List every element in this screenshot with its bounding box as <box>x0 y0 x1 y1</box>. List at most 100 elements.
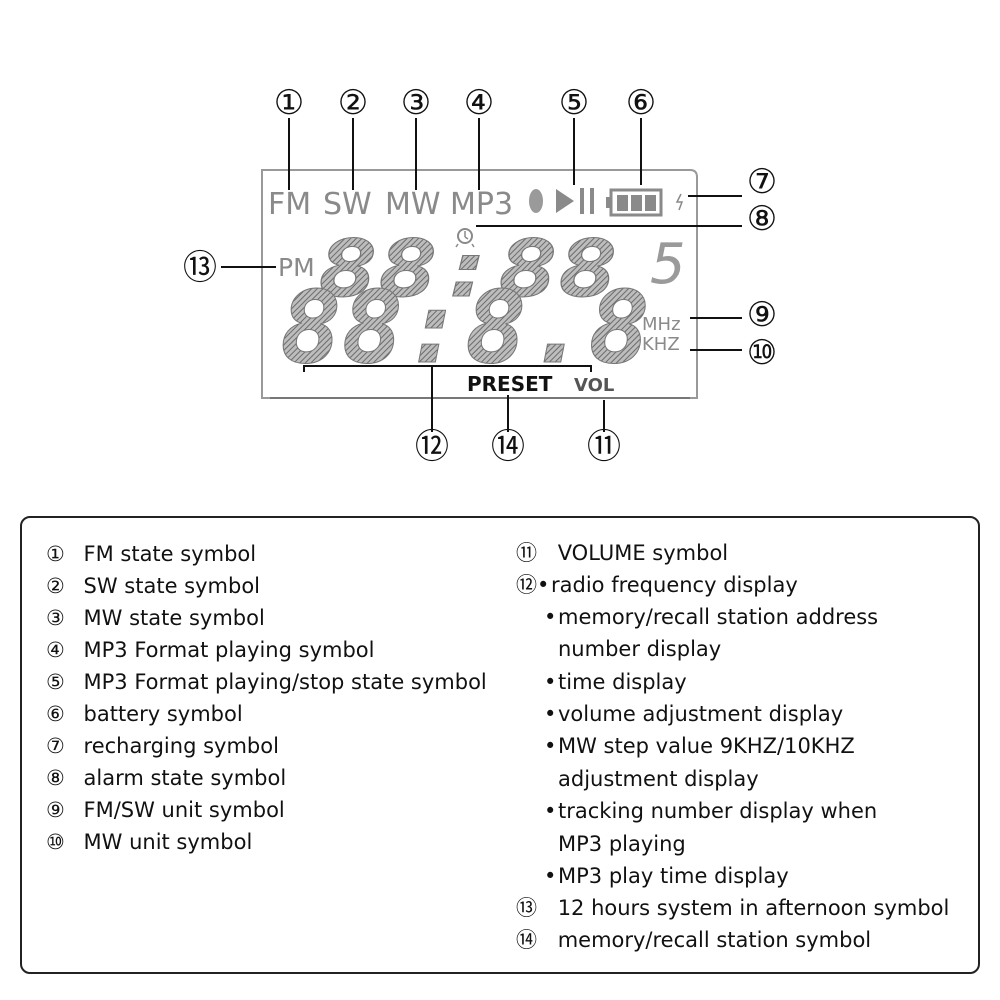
legend-num: ③ <box>46 606 65 630</box>
legend-item-12d: •time display <box>544 666 687 698</box>
preset-symbol: PRESET <box>467 372 553 396</box>
legend-item-8: ⑧ alarm state symbol <box>46 762 286 794</box>
unit-mhz: MHz <box>642 314 681 335</box>
callout-3: ③ <box>401 83 431 123</box>
legend-text: MW step value 9KHZ/10KHZ <box>558 734 855 758</box>
legend-item-4: ④ MP3 Format playing symbol <box>46 634 374 666</box>
legend-item-9: ⑨ FM/SW unit symbol <box>46 794 285 826</box>
alarm-icon <box>455 228 475 248</box>
callout-12: ⑫ <box>415 427 449 467</box>
bullet: • <box>544 799 557 823</box>
legend-num: ⑭ <box>516 928 537 952</box>
legend-text: MW unit symbol <box>83 830 253 854</box>
legend-text: MP3 play time display <box>558 864 789 888</box>
legend-text: adjustment display <box>558 767 759 791</box>
callout-14: ⑭ <box>491 427 525 467</box>
callout-10: ⑩ <box>747 333 777 373</box>
callout-6: ⑥ <box>626 83 656 123</box>
legend-text: radio frequency display <box>551 573 798 597</box>
legend-text: SW state symbol <box>83 574 260 598</box>
bluetooth-icon <box>529 189 543 213</box>
legend-item-6: ⑥ battery symbol <box>46 698 243 730</box>
legend-text: VOLUME symbol <box>557 541 729 565</box>
legend-item-12h: •tracking number display when <box>544 795 877 827</box>
legend-item-12g: adjustment display <box>558 763 759 795</box>
legend-num: ② <box>46 574 65 598</box>
small-digits: 88:88 <box>318 225 618 315</box>
lcd-frame <box>261 169 698 399</box>
legend-text: alarm state symbol <box>83 766 287 790</box>
legend-item-7: ⑦ recharging symbol <box>46 730 279 762</box>
legend-num: ① <box>46 542 65 566</box>
legend-num: ⑪ <box>516 541 537 565</box>
mp3-symbol: MP3 <box>450 187 513 222</box>
bullet: • <box>544 864 557 888</box>
bullet: • <box>544 670 557 694</box>
legend-item-14: ⑭ memory/recall station symbol <box>516 924 871 956</box>
legend-text: MW state symbol <box>83 606 265 630</box>
callout-8: ⑧ <box>747 199 777 239</box>
legend-text: FM/SW unit symbol <box>83 798 285 822</box>
mw-symbol: MW <box>385 187 441 222</box>
legend-item-12e: •volume adjustment display <box>544 698 843 730</box>
legend-box: ① FM state symbol ② SW state symbol ③ MW… <box>20 516 980 974</box>
legend-text: volume adjustment display <box>558 702 844 726</box>
callout-7: ⑦ <box>747 162 777 202</box>
legend-text: MP3 playing <box>558 832 686 856</box>
callout-9: ⑨ <box>747 295 777 335</box>
legend-num: ⑬ <box>516 896 537 920</box>
large-digits: 88:8.8 <box>280 269 650 386</box>
legend-text: MP3 Format playing/stop state symbol <box>83 670 487 694</box>
play-icon <box>556 189 574 213</box>
bullet: • <box>537 573 550 597</box>
legend-num: ⑫ <box>516 573 537 597</box>
legend-item-11: ⑪ VOLUME symbol <box>516 537 728 569</box>
legend-text: FM state symbol <box>83 542 257 566</box>
legend-text: memory/recall station symbol <box>557 928 872 952</box>
sw-symbol: SW <box>323 187 372 222</box>
legend-text: memory/recall station address <box>558 605 879 629</box>
legend-item-13: ⑬ 12 hours system in afternoon symbol <box>516 892 949 924</box>
callout-5: ⑤ <box>559 83 589 123</box>
legend-item-12c: number display <box>558 633 721 665</box>
legend-text: recharging symbol <box>83 734 279 758</box>
legend-text: 12 hours system in afternoon symbol <box>557 896 950 920</box>
seconds-digit: 5 <box>650 232 686 297</box>
recharging-icon <box>675 193 684 211</box>
callout-4: ④ <box>464 83 494 123</box>
legend-num: ⑤ <box>46 670 65 694</box>
legend-item-12: ⑫•radio frequency display <box>516 569 798 601</box>
legend-text: tracking number display when <box>558 799 878 823</box>
legend-item-12b: •memory/recall station address <box>544 601 878 633</box>
legend-item-3: ③ MW state symbol <box>46 602 265 634</box>
bullet: • <box>544 734 557 758</box>
legend-text: battery symbol <box>83 702 243 726</box>
legend-text: number display <box>558 637 722 661</box>
pause-icon <box>580 188 584 214</box>
pm-symbol: PM <box>278 253 315 282</box>
legend-item-12i: MP3 playing <box>558 828 686 860</box>
legend-item-2: ② SW state symbol <box>46 570 260 602</box>
lcd-diagram: FM SW MW MP3 PM 88:88 5 88:8.8 MHz KHZ P… <box>183 83 777 467</box>
unit-khz: KHZ <box>642 334 680 355</box>
callout-11: ⑪ <box>587 427 621 467</box>
legend-item-1: ① FM state symbol <box>46 538 256 570</box>
legend-num: ⑩ <box>46 830 65 854</box>
callout-2: ② <box>338 83 368 123</box>
legend-text: time display <box>558 670 687 694</box>
legend-item-10: ⑩ MW unit symbol <box>46 826 252 858</box>
battery-icon <box>606 188 663 217</box>
leader-lines <box>221 118 742 432</box>
bullet: • <box>544 702 557 726</box>
legend-text: MP3 Format playing symbol <box>83 638 375 662</box>
legend-item-12f: •MW step value 9KHZ/10KHZ <box>544 730 855 762</box>
legend-num: ⑦ <box>46 734 65 758</box>
callout-1: ① <box>274 83 304 123</box>
legend-num: ⑥ <box>46 702 65 726</box>
legend-item-12j: •MP3 play time display <box>544 860 789 892</box>
bullet: • <box>544 605 557 629</box>
legend-num: ⑨ <box>46 798 65 822</box>
callout-13: ⑬ <box>183 248 217 288</box>
legend-num: ④ <box>46 638 65 662</box>
vol-symbol: VOL <box>574 375 614 396</box>
